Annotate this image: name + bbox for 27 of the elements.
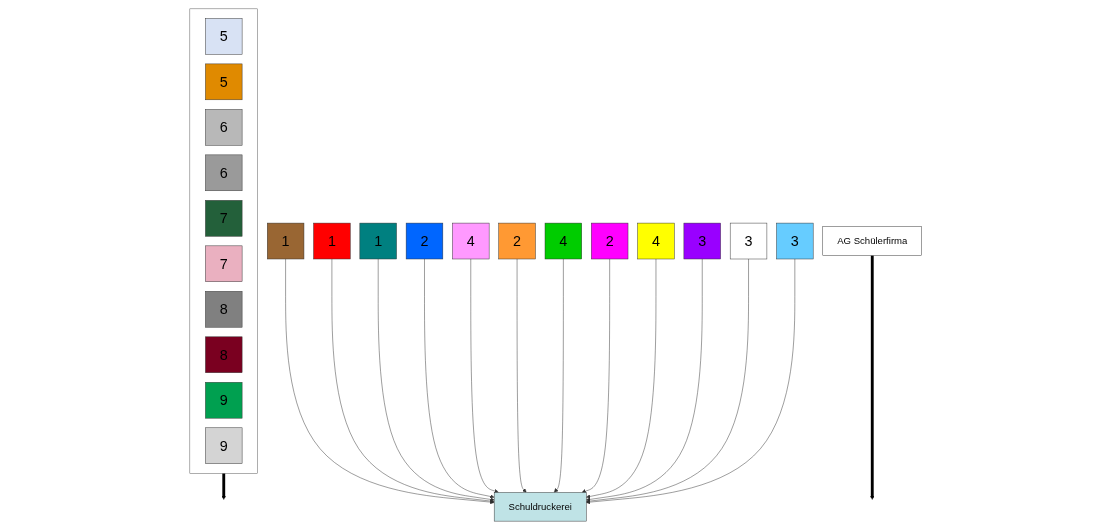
node-box: 3 <box>730 222 768 260</box>
node-box: 1 <box>359 222 397 260</box>
node-box: 6 <box>205 109 243 146</box>
node-box: 7 <box>205 245 243 282</box>
node-box: 4 <box>452 222 490 260</box>
node-box: 7 <box>205 200 243 237</box>
node-box: 1 <box>267 222 305 260</box>
node-box: 2 <box>591 222 629 260</box>
node-box: Schuldruckerei <box>494 492 587 522</box>
node-box: 4 <box>637 222 675 260</box>
node-box: 8 <box>205 291 243 328</box>
node-box: 9 <box>205 382 243 419</box>
arrow <box>221 473 227 500</box>
node-box: 2 <box>406 222 444 260</box>
node-box: 3 <box>776 222 814 260</box>
node-box: 8 <box>205 336 243 373</box>
cluster <box>189 8 259 474</box>
arrow <box>870 255 875 500</box>
node-box: 4 <box>544 222 583 260</box>
node-box: 3 <box>683 222 722 260</box>
node-box: 9 <box>205 427 243 464</box>
node-box: 5 <box>205 63 243 101</box>
node-box: 1 <box>313 222 351 260</box>
node-box: 2 <box>498 222 536 260</box>
node-box: 6 <box>205 154 243 192</box>
node-box: 5 <box>205 18 243 55</box>
node-box: AG Schülerfirma <box>822 226 923 256</box>
